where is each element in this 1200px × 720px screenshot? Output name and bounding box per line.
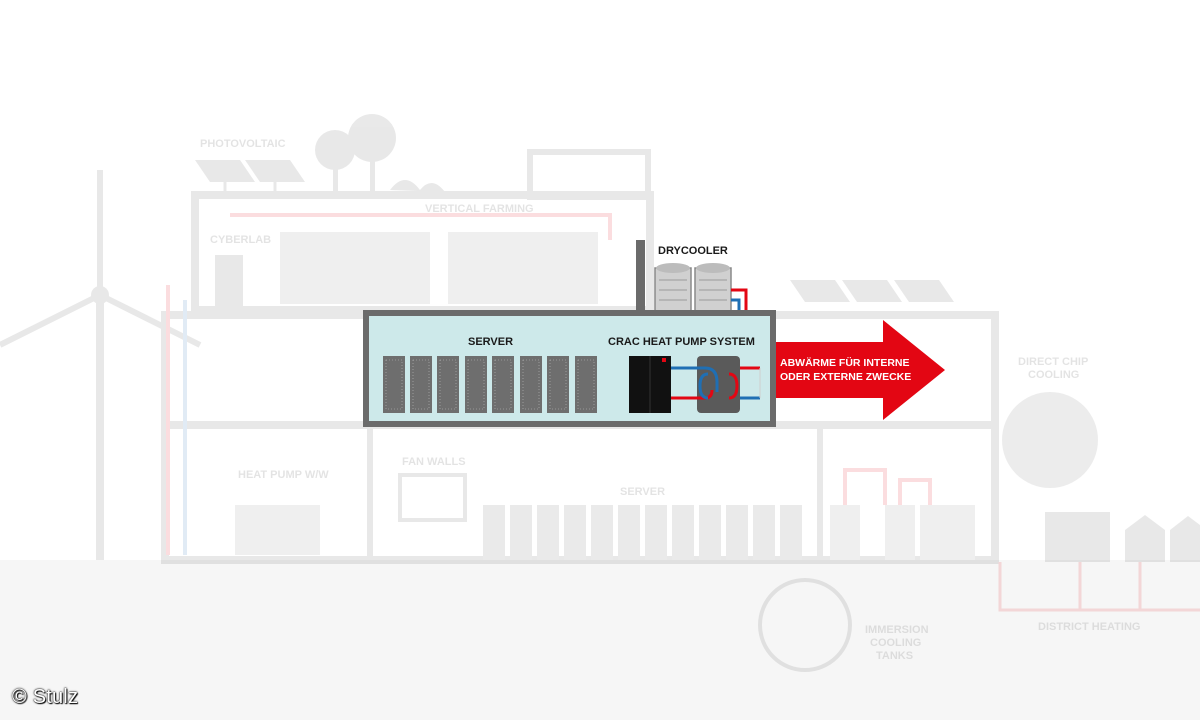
bg-label-fan-walls: FAN WALLS (402, 456, 466, 468)
solar-panel-icon (790, 280, 954, 302)
bg-label-district-heating: DISTRICT HEATING (1038, 621, 1140, 633)
wind-turbine-icon (0, 170, 202, 560)
server-rack (465, 356, 487, 413)
server-rack (492, 356, 514, 413)
house-icon (1045, 512, 1200, 562)
server-rack (547, 356, 569, 413)
server-rack (520, 356, 542, 413)
copyright-notice: © Stulz (12, 686, 79, 708)
drycooler-unit (654, 263, 732, 313)
bg-label-vertical-farming: VERTICAL FARMING (425, 203, 534, 215)
server-rack (575, 356, 597, 413)
ground-area (0, 560, 1200, 720)
solar-panel-icon (195, 160, 305, 195)
waste-heat-label-line2: ODER EXTERNE ZWECKE (780, 371, 911, 383)
server-label: SERVER (468, 336, 513, 348)
server-rack (437, 356, 459, 413)
bg-label-cyberlab: CYBERLAB (210, 234, 271, 246)
crac-unit (629, 356, 671, 413)
drycooler-pipe-red (731, 288, 748, 316)
crac-label: CRAC HEAT PUMP SYSTEM (608, 336, 755, 348)
bg-label-immersion-2: COOLING (870, 637, 921, 649)
waste-heat-arrow (776, 320, 945, 420)
server-rack (410, 356, 432, 413)
bg-label-heat-pump: HEAT PUMP W/W (238, 469, 329, 481)
heat-pump-unit (671, 356, 761, 413)
bg-label-immersion-3: TANKS (876, 650, 913, 662)
bg-label-direct-chip-1: DIRECT CHIP (1018, 356, 1088, 368)
bg-label-server: SERVER (620, 486, 665, 498)
server-rack (383, 356, 405, 413)
drycooler-label: DRYCOOLER (658, 245, 728, 257)
server-rack-row (383, 356, 597, 413)
exhaust-stack (636, 240, 645, 316)
bg-label-immersion-1: IMMERSION (865, 624, 929, 636)
waste-heat-label-line1: ABWÄRME FÜR INTERNE (780, 356, 910, 369)
bg-label-direct-chip-2: COOLING (1028, 369, 1079, 381)
tree-icon (315, 114, 445, 193)
bg-label-photovoltaic: PHOTOVOLTAIC (200, 138, 286, 150)
